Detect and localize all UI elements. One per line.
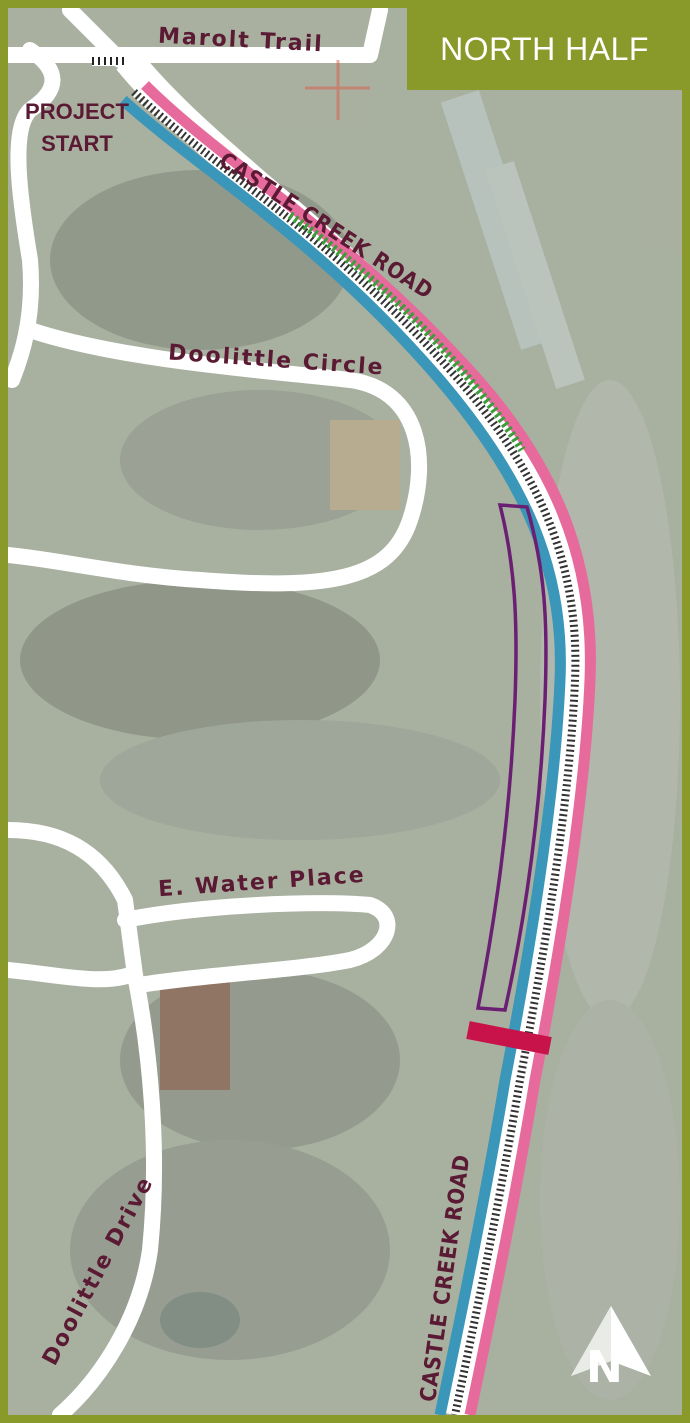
hatched-path-light [131, 89, 580, 1415]
e-water-place-road [117, 895, 396, 993]
marolt-connector [62, 8, 128, 68]
hatched-path-dark [131, 89, 580, 1415]
map-drawing [8, 8, 682, 1415]
local-roads [8, 8, 428, 1415]
start-tick-marker [92, 56, 126, 66]
blue-multiuse-lane [119, 95, 566, 1415]
project-start-line2: START [41, 131, 113, 156]
water-connector [8, 822, 143, 983]
north-letter: N [586, 1342, 623, 1393]
crosshair-mark [305, 60, 370, 120]
project-start-label: PROJECT START [22, 96, 132, 160]
water-west [8, 962, 138, 988]
doolittle-drive-road [52, 967, 163, 1415]
north-arrow-icon [571, 1306, 651, 1376]
north-half-badge: NORTH HALF [407, 8, 682, 90]
red-end-bar [466, 1021, 552, 1055]
doolittle-circle-road [8, 322, 428, 592]
marolt-trail-road [8, 8, 388, 63]
green-segment [287, 211, 526, 453]
purple-outline-area [475, 503, 548, 1012]
project-start-line1: PROJECT [25, 99, 129, 124]
pink-bike-lane [141, 81, 596, 1415]
